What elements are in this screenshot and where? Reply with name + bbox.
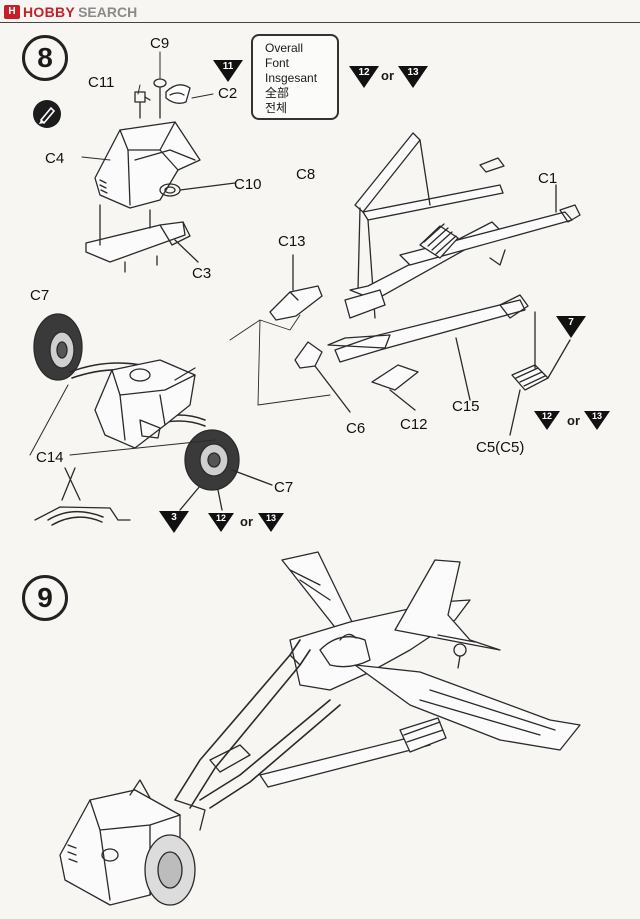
- paint-brush-icon: [33, 100, 61, 128]
- c12-drawing: [372, 365, 418, 410]
- paint-ref-12-number-bottom: 12: [215, 513, 226, 523]
- or-label-bottom: or: [240, 514, 253, 529]
- paint-ref-12-number-right: 12: [541, 411, 552, 421]
- paint-ref-13-number-bottom: 13: [265, 513, 276, 523]
- c3-drawing: [86, 205, 198, 272]
- c4-body-drawing: [95, 122, 200, 208]
- part-label-c14: C14: [36, 449, 64, 466]
- part-label-c8: C8: [296, 166, 316, 183]
- c7-wheel-left-drawing: [34, 314, 82, 380]
- c8-frame-drawing: [345, 133, 504, 318]
- paint-ref-12-triangle-top: 12: [349, 66, 379, 88]
- brush-icon-svg: [39, 106, 56, 125]
- part-label-c1: C1: [538, 170, 558, 187]
- part-label-c7-upper: C7: [30, 287, 50, 304]
- paint-ref-12-number-top: 12: [358, 67, 370, 78]
- step-9-number: 9: [37, 582, 53, 613]
- track-part-drawing: [420, 224, 458, 258]
- part-label-c13: C13: [278, 233, 306, 250]
- part-label-c11: C11: [88, 74, 115, 91]
- paint-ref-13-triangle-right: 13: [584, 411, 610, 430]
- part-label-c12: C12: [400, 416, 428, 433]
- or-label-right: or: [567, 413, 580, 428]
- header-bar: H HOBBY SEARCH: [0, 0, 640, 26]
- paint-ref-13-number-right: 13: [591, 411, 602, 421]
- c5-drawing: [510, 312, 570, 435]
- step-9-circle: 9: [22, 575, 68, 621]
- logo-brand-text: HOBBY: [23, 4, 76, 20]
- paint-ref-7-triangle: 7: [556, 316, 586, 338]
- step-8-number: 8: [37, 42, 53, 73]
- paint-ref-3-number: 3: [171, 512, 177, 523]
- paint-ref-11-number: 11: [222, 61, 234, 72]
- hobby-search-logo[interactable]: H HOBBY SEARCH: [4, 4, 137, 20]
- c13-drawing: [270, 255, 322, 320]
- part-label-c15: C15: [452, 398, 480, 415]
- c15-frame-drawing: [328, 295, 528, 400]
- paint-ref-7-number: 7: [568, 317, 574, 328]
- paint-ref-13-number-top: 13: [407, 67, 419, 78]
- paint-ref-11-triangle: 11: [213, 60, 243, 82]
- c6-drawing: [295, 342, 350, 412]
- c10-drawing: [160, 183, 235, 196]
- paint-note-box: Overall Font Insgesant 全部 전체: [251, 34, 339, 120]
- part-label-c5: C5(C5): [476, 439, 525, 456]
- paint-ref-13-triangle-bottom: 13: [258, 513, 284, 532]
- aircraft-drawing: [282, 552, 580, 750]
- note-line-korean: 전체: [265, 101, 288, 115]
- paint-ref-12-triangle-bottom: 12: [208, 513, 234, 532]
- part-label-c3: C3: [192, 265, 212, 282]
- paint-ref-12-triangle-right: 12: [534, 411, 560, 430]
- note-line-chinese: 全部: [265, 86, 290, 100]
- lower-body-drawing: [95, 360, 195, 448]
- part-label-c4: C4: [45, 150, 65, 167]
- tow-frame-drawing: [175, 640, 446, 830]
- part-label-c9: C9: [150, 35, 170, 52]
- logo-mark-icon: H: [4, 5, 20, 19]
- note-line-overall: Overall: [265, 41, 304, 55]
- part-label-c7-lower: C7: [274, 479, 294, 496]
- part-label-c2: C2: [218, 85, 238, 102]
- or-label-top: or: [381, 68, 394, 83]
- c7-wheel-right-drawing: [180, 430, 272, 510]
- c9-c2-c11-drawing: [135, 79, 190, 118]
- part-label-c10: C10: [234, 176, 262, 193]
- logo-search-text: SEARCH: [78, 4, 138, 20]
- part-label-c6: C6: [346, 420, 366, 437]
- step-8-circle: 8: [22, 35, 68, 81]
- c14-detail-drawing: [35, 468, 130, 525]
- note-line-insgesant: Insgesant: [265, 71, 318, 85]
- paint-ref-3-triangle: 3: [159, 511, 189, 533]
- paint-ref-13-triangle-top: 13: [398, 66, 428, 88]
- header-rule: [0, 22, 640, 23]
- note-line-font: Font: [265, 56, 290, 70]
- tow-vehicle-drawing: [60, 780, 195, 905]
